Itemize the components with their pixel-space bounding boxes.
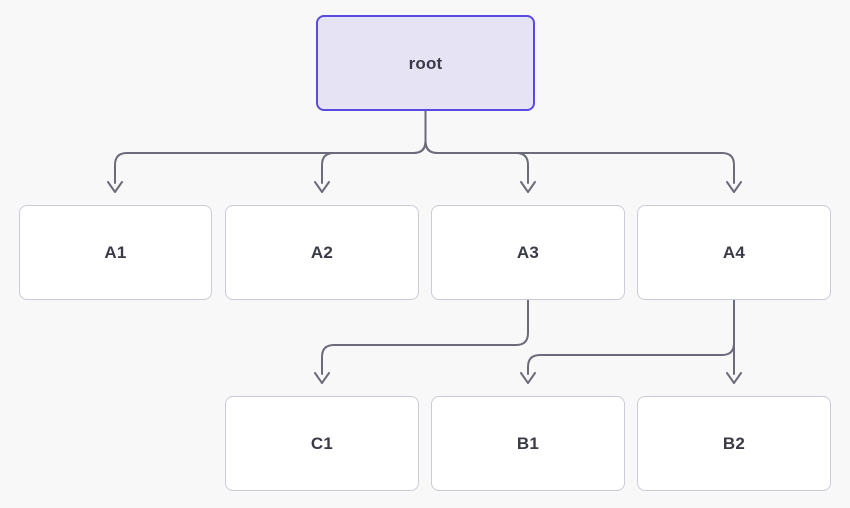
node-label-b2: B2: [722, 434, 746, 453]
node-label-c1: C1: [310, 434, 334, 453]
node-a3[interactable]: A3: [431, 205, 625, 300]
edge-root-A3: [424, 110, 529, 184]
node-label-root: root: [408, 53, 443, 73]
edge-A4-B1: [527, 299, 735, 375]
edge-root-A1: [114, 110, 427, 184]
node-label-a1: A1: [104, 243, 127, 262]
arrowhead-root-A1: [107, 181, 123, 193]
node-a4[interactable]: A4: [637, 205, 831, 300]
arrowhead-A4-B2: [726, 372, 742, 384]
node-a2[interactable]: A2: [225, 205, 419, 300]
node-a1[interactable]: A1: [19, 205, 212, 300]
arrowhead-A4-B1: [520, 372, 536, 384]
arrowhead-root-A2: [314, 181, 330, 193]
node-label-a2: A2: [310, 243, 334, 262]
node-b2[interactable]: B2: [637, 396, 831, 491]
edge-root-A4: [424, 110, 735, 184]
edge-A3-C1: [321, 299, 529, 375]
arrowhead-root-A3: [520, 181, 536, 193]
arrowhead-A3-C1: [314, 372, 330, 384]
edge-root-A2: [321, 110, 427, 184]
node-label-a3: A3: [516, 243, 540, 262]
node-label-a4: A4: [722, 243, 746, 262]
node-b1[interactable]: B1: [431, 396, 625, 491]
node-c1[interactable]: C1: [225, 396, 419, 491]
node-label-b1: B1: [516, 434, 540, 453]
node-root[interactable]: root: [316, 15, 535, 111]
arrowhead-root-A4: [726, 181, 742, 193]
